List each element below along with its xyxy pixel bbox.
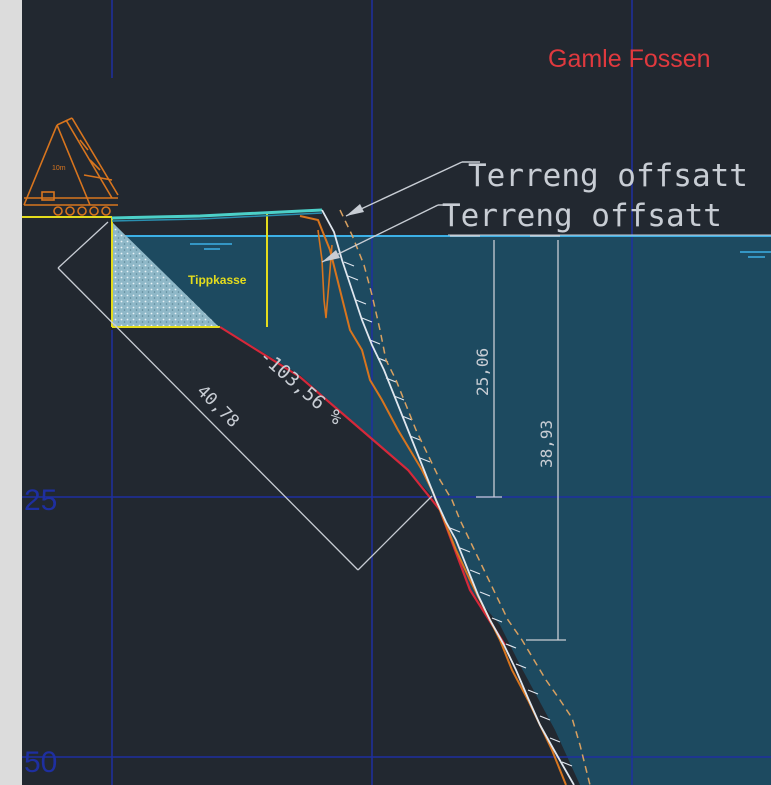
- water-level-symbol-left: [190, 243, 232, 250]
- tippkasse-outline: [111, 214, 268, 328]
- grid-label-25: 25: [24, 484, 57, 517]
- ramp-line: [111, 208, 323, 220]
- tippkasse-label: Tippkasse: [188, 273, 247, 287]
- depth-long-label: 38,93: [537, 420, 556, 468]
- callout-terrain-bottom: Terreng offsatt: [442, 198, 722, 234]
- terrain-profile-dashed: [339, 209, 591, 785]
- dimension-diagonal: [57, 221, 433, 571]
- grid-label-50: 50: [24, 746, 57, 779]
- terrain-profile-orange: [299, 215, 567, 785]
- dimension-depth-long: [526, 235, 566, 641]
- water-level-symbol-right: [740, 251, 771, 258]
- depth-short-label: 25,06: [473, 348, 492, 396]
- callout-leaders: [321, 161, 480, 263]
- terrain-profile-white: [321, 209, 575, 785]
- callout-terrain-top: Terreng offsatt: [468, 158, 748, 194]
- dimension-depth-short: [450, 235, 502, 498]
- callout-arrow-bottom: [322, 250, 340, 262]
- callout-arrow-top: [346, 204, 364, 216]
- drawing-title: Gamle Fossen: [548, 45, 711, 73]
- truck-height-label: 10m: [52, 165, 66, 172]
- grid-lines: [22, 0, 771, 785]
- slope-line-red: [219, 326, 506, 646]
- dump-truck-drawing: [23, 117, 119, 216]
- fill-material-triangle: [112, 222, 218, 326]
- terrain-hatching: [343, 261, 573, 767]
- ramp-line-inner: [111, 212, 323, 222]
- terrain-profile-orange-spike: [317, 229, 333, 319]
- left-margin-strip: [0, 0, 22, 785]
